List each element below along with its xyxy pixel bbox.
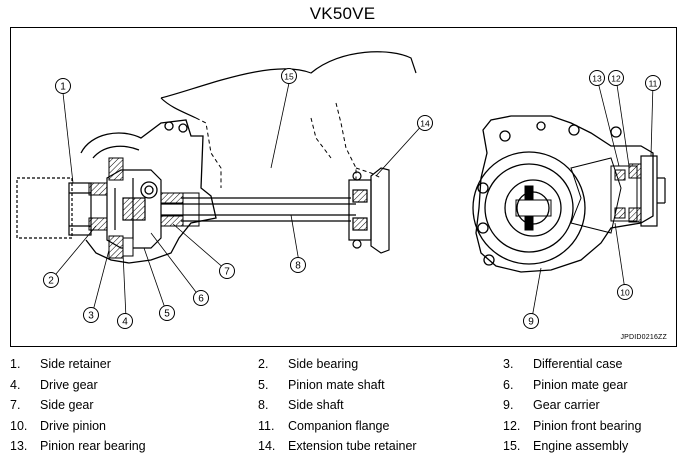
side-gear-cutout-right [515,185,552,231]
callout-circle-10 [617,284,633,300]
legend-text: Pinion rear bearing [40,439,146,453]
legend-text: Pinion front bearing [533,418,642,433]
legend-number: 9. [503,398,514,412]
legend-text: Engine assembly [533,439,629,453]
extension-tube-retainer [348,167,390,254]
callout-label-2: 2 [48,276,54,287]
image-code: JPDID0216ZZ [620,334,667,341]
callout-label-4: 4 [122,317,128,328]
callout-label-15: 15 [284,72,294,82]
side-gear-bearings [160,192,200,227]
legend-item: 10. Drive pinion [10,416,106,436]
legend-number: 4. [10,377,21,392]
legend-number: 12. [503,418,521,433]
callout-label-9: 9 [528,317,534,328]
leader-lines [50,77,654,319]
legend-number: 13. [10,439,28,453]
legend-text: Side shaft [288,398,344,412]
legend-number: 5. [258,377,269,392]
legend-text: Drive pinion [40,418,107,433]
callout-label-12: 12 [611,74,621,84]
legend-item: 11. Companion flange [258,416,389,436]
legend-text: Pinion mate gear [533,377,628,392]
legend-text: Differential case [533,357,623,371]
parts-legend: 1. Side retainer 2. Side bearing 3. Different… [10,354,677,458]
legend-number: 8. [258,398,269,412]
engine-dashed-outline [195,102,382,188]
callout-label-6: 6 [198,294,204,305]
callout-label-13: 13 [592,74,602,84]
callout-circle-1 [55,78,71,94]
callout-circle-14 [417,115,433,131]
legend-item: 14. Extension tube retainer [258,436,417,456]
legend-number: 10. [10,418,28,433]
callout-circle-7 [219,263,235,279]
callout-label-3: 3 [88,311,94,322]
legend-number: 3. [503,357,514,371]
legend-item: 1. Side retainer [10,354,111,374]
callout-label-1: 1 [60,82,66,93]
callout-label-7: 7 [224,267,230,278]
legend-item: 3. Differential case [503,354,622,374]
callout-label-10: 10 [620,288,630,298]
legend-number: 15. [503,439,521,453]
callout-label-14: 14 [420,119,430,129]
gear-carrier-right [472,115,654,273]
legend-item: 7. Side gear [10,395,94,415]
left-housing [80,119,217,264]
callout-circle-15 [281,68,297,84]
legend-text: Side gear [40,398,94,412]
callout-circle-3 [83,307,99,323]
legend-item: 2. Side bearing [258,354,358,374]
legend-number: 2. [258,357,269,371]
legend-number: 7. [10,398,21,412]
legend-text: Extension tube retainer [288,439,417,453]
legend-number: 6. [503,377,514,392]
callout-label-11: 11 [649,79,658,89]
legend-item: 8. Side shaft [258,395,344,415]
legend-item: 13. Pinion rear bearing [10,436,146,456]
legend-text: Companion flange [288,418,390,433]
legend-text: Side retainer [40,357,111,371]
callout-circle-9 [523,313,539,329]
legend-number: 14. [258,439,276,453]
legend-item: 5. Pinion mate shaft [258,375,385,395]
callout-circle-12 [608,70,624,86]
callout-circle-11 [645,75,661,91]
legend-text: Side bearing [288,357,359,371]
legend-item: 9. Gear carrier [503,395,600,415]
callout-circle-13 [589,70,605,86]
drive-gear-left [108,157,134,259]
legend-text: Pinion mate shaft [288,377,385,392]
callout-label-8: 8 [295,261,301,272]
legend-text: Drive gear [40,377,98,392]
side-bearing-left [88,182,108,231]
callout-circle-6 [193,290,209,306]
side-shaft [161,197,356,222]
legend-item: 6. Pinion mate gear [503,375,628,395]
callout-label-5: 5 [164,309,170,320]
legend-item: 12. Pinion front bearing [503,416,641,436]
callout-circle-5 [159,305,175,321]
callout-circle-2 [43,272,59,288]
callout-circle-4 [117,313,133,329]
diagram-title: VK50VE [309,4,376,23]
companion-flange-right [640,155,666,227]
legend-item: 4. Drive gear [10,375,98,395]
legend-text: Gear carrier [533,398,600,412]
callout-circle-8 [290,257,306,273]
side-retainer-left [16,177,92,239]
engine-assembly-outline [160,51,417,119]
drive-pinion-right [570,157,642,234]
legend-item: 15. Engine assembly [503,436,628,456]
legend-number: 11. [258,418,275,433]
legend-number: 1. [10,357,21,371]
